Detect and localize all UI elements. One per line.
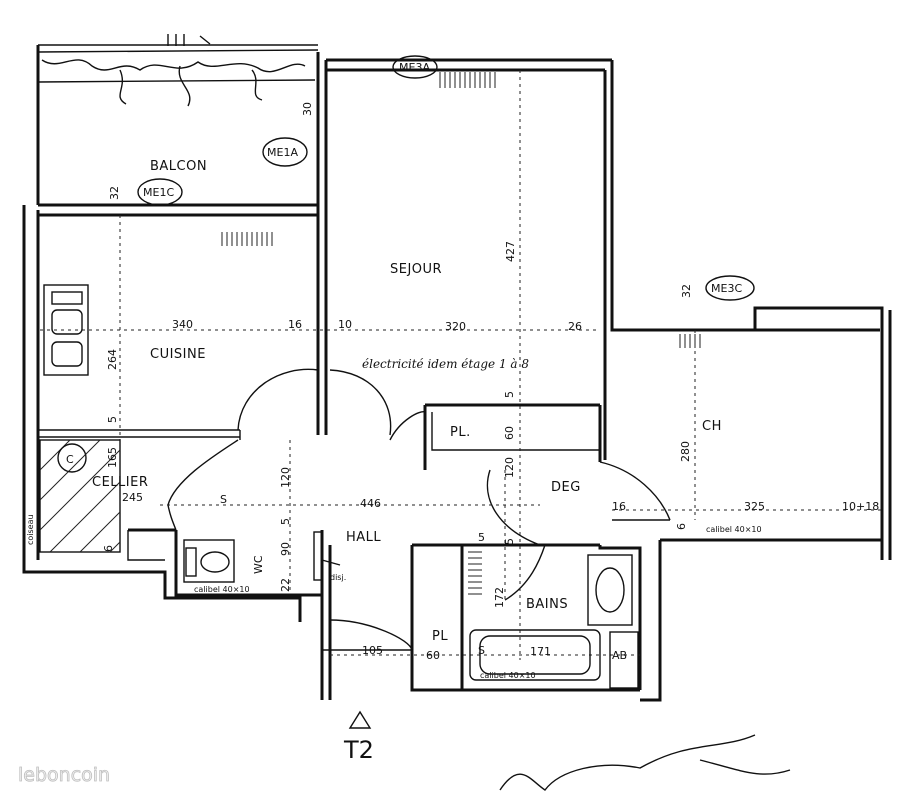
dim-wall-26: 26 (568, 320, 582, 333)
room-label-pl-bath: PL (432, 629, 448, 644)
room-label-pl-hall: PL. (450, 425, 471, 440)
dim-bath-s: S (478, 644, 485, 657)
dim-cellier-depth: 165 (106, 447, 119, 468)
balcony-railing (37, 34, 319, 107)
dim-wall-6: 6 (675, 523, 688, 530)
circled-tags: ME3A ME1A ME1C ME3C (137, 55, 755, 301)
dim-cellier-width: 245 (122, 491, 143, 504)
dim-bath-171: 171 (530, 645, 551, 658)
radiators (221, 72, 701, 595)
dim-ch-width: 325 (744, 500, 765, 513)
dim-sejour-depth: 427 (504, 241, 517, 262)
dim-pl-60a: 60 (503, 426, 516, 440)
dim-ch-depth: 280 (679, 441, 692, 462)
coiseau-label: coiseau (26, 514, 35, 545)
water-heater (609, 631, 639, 689)
room-label-sejour: SEJOUR (390, 262, 442, 277)
room-label-bains: BAINS (526, 597, 568, 612)
calibel-bedroom: calibel 40×10 (706, 525, 762, 534)
dim-bath-ab: AB (612, 649, 627, 662)
dim-bath-172: 172 (493, 587, 506, 608)
dim-wall-16: 16 (288, 318, 302, 331)
cellier-boiler (57, 443, 87, 473)
dim-ch-32: 32 (680, 284, 693, 298)
room-label-hall: HALL (346, 530, 381, 545)
door-swings (167, 368, 671, 651)
kitchen-sink (43, 284, 89, 376)
dim-wall-s: S (220, 493, 227, 506)
dimension-texts: 427 340 16 10 320 26 264 5 165 245 S 446… (66, 102, 879, 662)
dim-balcon-30: 30 (301, 102, 314, 116)
calibration-notes: calibel 40×10 calibel 40×10 calibel 40×1… (194, 525, 762, 680)
plan-type: T2 (343, 710, 374, 764)
tag-me3c: ME3C (711, 282, 742, 295)
dim-kitchen-32: 32 (108, 186, 121, 200)
dim-ch-wall: 10+18 (842, 500, 879, 513)
dim-wall-10: 10 (338, 318, 352, 331)
disj-label: disj. (330, 573, 346, 582)
calibel-bath: calibel 40×10 (480, 671, 536, 680)
watermark: leboncoin (18, 764, 110, 786)
washbasin (587, 554, 633, 626)
dim-wall-5c: 5 (279, 518, 292, 525)
tag-me3a: ME3A (399, 61, 430, 74)
dim-kitchen-depth: 264 (106, 349, 119, 370)
room-label-wc: WC (252, 555, 265, 574)
dim-wall-5a: 5 (106, 416, 119, 423)
room-labels: BALCON SEJOUR CUISINE CELLIER HALL DEG C… (92, 159, 722, 644)
dim-wall-5e: 5 (503, 538, 516, 545)
dim-hall-120: 120 (279, 467, 292, 488)
cellier-hatch (39, 439, 121, 553)
signature (499, 734, 791, 791)
tag-me1a: ME1A (267, 146, 298, 159)
toilet (183, 539, 235, 583)
dim-wc-22: 22 (279, 578, 292, 592)
dim-deg-16: 16 (612, 500, 626, 513)
electricity-note: électricité idem étage 1 à 8 (362, 357, 529, 371)
dim-pl-60b: 60 (426, 649, 440, 662)
plan-type-label: T2 (343, 736, 374, 764)
dim-wc-90: 90 (279, 542, 292, 556)
dim-hall-105: 105 (362, 644, 383, 657)
room-label-balcon: BALCON (150, 159, 207, 174)
room-label-cellier: CELLIER (92, 475, 148, 490)
calibel-wc: calibel 40×10 (194, 585, 250, 594)
room-label-cuisine: CUISINE (150, 347, 206, 362)
dim-deg-120: 120 (503, 457, 516, 478)
room-label-ch: CH (702, 419, 722, 434)
walls (22, 45, 892, 702)
electrical-panel (313, 531, 341, 581)
dim-kitchen-width: 340 (172, 318, 193, 331)
dim-hall-width: 446 (360, 497, 381, 510)
dim-wall-5d: 5 (503, 391, 516, 398)
cellier-c-label: C (66, 453, 74, 466)
tag-me1c: ME1C (143, 186, 174, 199)
dim-cellier-6: 6 (102, 545, 115, 552)
room-label-deg: DEG (551, 480, 581, 495)
bathtub (469, 629, 601, 681)
dimension-lines (40, 70, 882, 660)
dim-wall-5b: 5 (478, 531, 485, 544)
dim-sejour-width: 320 (445, 320, 466, 333)
